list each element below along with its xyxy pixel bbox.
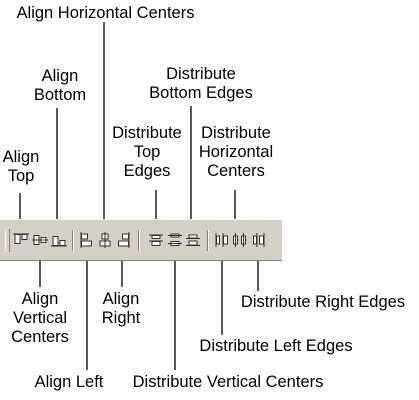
align-vertical-centers-button[interactable]: [31, 231, 49, 249]
distribute-left-edges-icon: [215, 233, 228, 247]
align-horizontal-centers-icon: [99, 232, 111, 248]
label-align-top: Align Top: [2, 148, 40, 185]
label-align-left: Align Left: [34, 373, 104, 391]
distribute-right-edges-button[interactable]: [249, 231, 267, 249]
distribute-vertical-centers-button[interactable]: [166, 231, 184, 249]
label-distribute-bottom-edges: Distribute Bottom Edges: [149, 65, 253, 102]
align-right-button[interactable]: [114, 231, 132, 249]
label-align-horizontal-centers: Align Horizontal Centers: [16, 4, 195, 22]
label-distribute-left-edges: Distribute Left Edges: [199, 337, 353, 355]
label-distribute-horizontal-centers: Distribute Horizontal Centers: [198, 124, 274, 180]
distribute-top-edges-button[interactable]: [147, 231, 165, 249]
distribute-top-edges-icon: [149, 234, 163, 246]
align-horizontal-centers-button[interactable]: [96, 231, 114, 249]
distribute-vertical-centers-icon: [168, 233, 182, 246]
toolbar-separator: [72, 230, 74, 251]
toolbar-separator: [138, 230, 140, 251]
distribute-horizontal-centers-icon: [233, 233, 246, 247]
align-bottom-icon: [51, 236, 67, 247]
align-top-button[interactable]: [12, 231, 30, 249]
label-align-right: Align Right: [101, 290, 141, 327]
distribute-horizontal-centers-button[interactable]: [231, 231, 249, 249]
distribute-right-edges-icon: [253, 233, 265, 247]
align-bottom-button[interactable]: [50, 231, 68, 249]
align-right-icon: [118, 232, 130, 248]
label-distribute-vertical-centers: Distribute Vertical Centers: [132, 373, 324, 391]
distribute-bottom-edges-icon: [186, 234, 200, 246]
toolbar-separator: [207, 230, 209, 251]
label-align-bottom: Align Bottom: [33, 67, 87, 104]
label-distribute-right-edges: Distribute Right Edges: [240, 293, 406, 311]
align-top-icon: [13, 233, 29, 244]
label-distribute-top-edges: Distribute Top Edges: [112, 124, 182, 180]
align-toolbar: [0, 219, 282, 261]
label-align-vertical-centers: Align Vertical Centers: [11, 290, 69, 346]
distribute-left-edges-button[interactable]: [213, 231, 231, 249]
align-vertical-centers-icon: [32, 235, 48, 245]
align-left-button[interactable]: [78, 231, 96, 249]
align-left-icon: [80, 232, 92, 248]
toolbar-grip[interactable]: [5, 229, 10, 252]
distribute-bottom-edges-button[interactable]: [184, 231, 202, 249]
